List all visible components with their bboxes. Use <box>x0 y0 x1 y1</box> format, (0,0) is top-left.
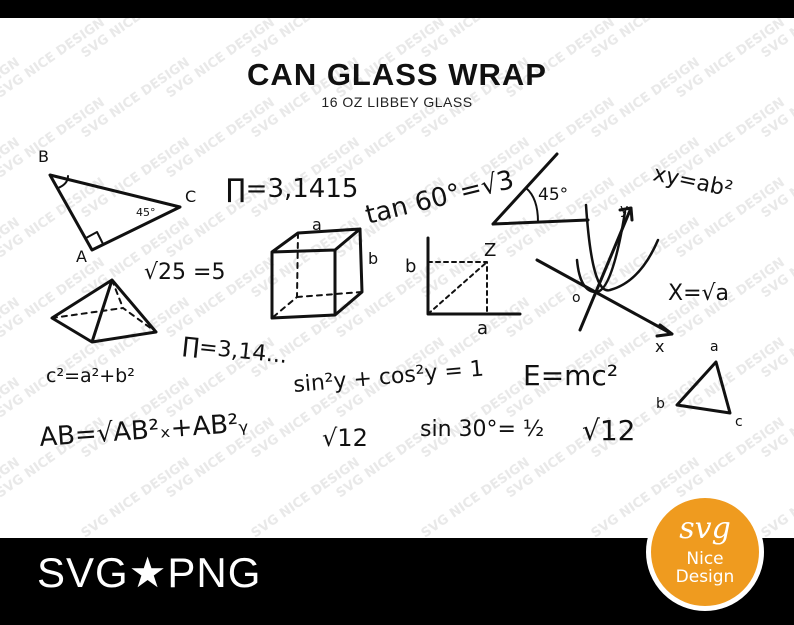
label-small-tri-c: c <box>735 414 743 430</box>
label-small-tri-b: b <box>656 396 665 412</box>
formula-xy: xy=ab² <box>651 161 735 202</box>
label-cube-b: b <box>368 249 378 268</box>
label-angle-45: 45° <box>538 185 568 205</box>
formula-ab-distance: AB=√AB²ₓ+AB²ᵧ <box>38 408 249 453</box>
header: CAN GLASS WRAP 16 OZ LIBBEY GLASS <box>0 57 794 111</box>
logo-design-text: Design <box>675 567 735 587</box>
page-title: CAN GLASS WRAP <box>247 57 547 92</box>
label-triangle-b: B <box>38 147 49 166</box>
angle-shape <box>491 152 590 226</box>
formula-sqrt25: √25 =5 <box>144 260 225 285</box>
parabola-curve <box>584 203 660 292</box>
formula-sqrt12-left: √12 <box>322 424 368 452</box>
coordinate-axes <box>535 206 674 338</box>
label-graph-b: b <box>405 256 416 277</box>
right-triangle-shape <box>48 173 182 252</box>
format-label: SVG★PNG <box>37 549 262 596</box>
formula-x-sqrt-a: X=√a <box>668 281 729 306</box>
label-axis-o: o <box>572 290 581 306</box>
label-axis-x: x <box>655 337 664 356</box>
label-axis-y: y <box>620 202 628 218</box>
logo-svg-text: svg <box>679 511 731 546</box>
top-bar <box>0 0 794 18</box>
formula-pi-short: ∏=3,14... <box>181 333 288 369</box>
page-subtitle: 16 OZ LIBBEY GLASS <box>321 94 473 110</box>
label-cube-a: a <box>312 215 322 234</box>
formula-trig-identity: sin²y + cos²y = 1 <box>292 356 485 398</box>
label-graph-z: Z <box>484 240 496 261</box>
logo-nice-text: Nice <box>686 549 724 569</box>
small-triangle-shape <box>675 360 732 415</box>
formula-pythagoras: c²=a²+b² <box>46 365 135 387</box>
label-triangle-angle: 45° <box>136 206 156 219</box>
cube-shape <box>270 227 364 320</box>
formula-sin30: sin 30°= ½ <box>420 417 544 442</box>
label-graph-a: a <box>477 318 488 339</box>
label-triangle-a: A <box>76 247 87 266</box>
label-small-tri-a: a <box>710 339 719 355</box>
brand-logo: svg Nice Design <box>646 493 764 611</box>
formula-sqrt12-right: √12 <box>582 414 635 447</box>
formula-pi-long: ∏=3,1415 <box>226 174 358 204</box>
label-triangle-c: C <box>185 187 196 206</box>
formula-emc2: E=mc² <box>523 359 618 392</box>
